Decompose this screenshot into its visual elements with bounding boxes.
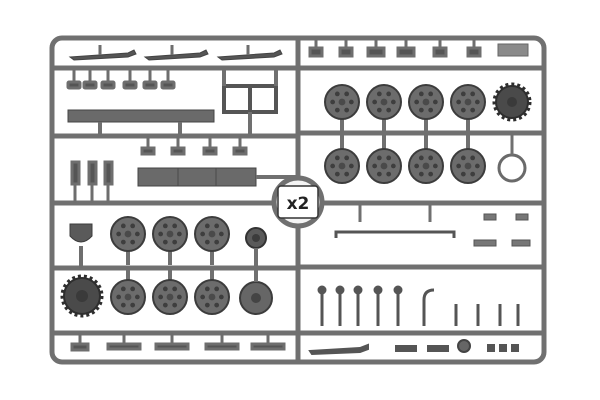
road-wheel-part bbox=[152, 216, 188, 265]
small-part bbox=[202, 136, 218, 156]
small-part bbox=[66, 70, 82, 90]
small-parts-top-right bbox=[308, 40, 529, 58]
rifle-part bbox=[216, 45, 283, 61]
small-part bbox=[140, 136, 156, 156]
long-bar-part bbox=[67, 109, 215, 123]
small-part bbox=[160, 70, 176, 90]
lever-part bbox=[373, 285, 383, 326]
rifles-group bbox=[68, 45, 283, 61]
bracket-parts bbox=[334, 203, 531, 247]
road-wheel-part bbox=[194, 216, 230, 265]
shovel-part bbox=[69, 223, 93, 268]
road-wheel-part bbox=[366, 84, 402, 133]
lever-part bbox=[317, 285, 327, 326]
road-wheel-part bbox=[194, 266, 230, 315]
small-part bbox=[338, 40, 354, 58]
road-wheels-left-top bbox=[110, 216, 230, 265]
box-bar-part bbox=[137, 167, 298, 187]
road-wheels-right-top bbox=[324, 84, 486, 133]
small-part bbox=[366, 40, 386, 58]
drive-sprocket-right bbox=[492, 82, 532, 122]
small-part bbox=[308, 40, 324, 58]
small-part bbox=[170, 136, 186, 156]
lever-part bbox=[335, 285, 345, 326]
small-parts-bottom-right bbox=[308, 339, 519, 356]
small-parts-bottom-left bbox=[70, 333, 286, 352]
road-wheel-part bbox=[366, 135, 402, 184]
small-part bbox=[204, 333, 240, 351]
small-part bbox=[70, 333, 90, 352]
road-wheel-part bbox=[450, 135, 486, 184]
small-part bbox=[142, 70, 158, 90]
road-wheel-part bbox=[324, 84, 360, 133]
small-part bbox=[250, 333, 286, 351]
tool-part bbox=[103, 160, 114, 203]
small-part bbox=[106, 333, 142, 351]
road-wheel-part bbox=[152, 266, 188, 315]
drive-sprocket-left bbox=[60, 274, 104, 318]
frame-part bbox=[222, 68, 278, 136]
hub-part bbox=[245, 227, 267, 268]
small-part bbox=[154, 333, 190, 351]
sprue-tag bbox=[497, 43, 529, 57]
lever-part bbox=[353, 285, 363, 326]
road-wheel-part bbox=[110, 216, 146, 265]
tube-part bbox=[422, 288, 435, 326]
plain-wheel-part bbox=[239, 268, 273, 315]
small-part bbox=[100, 70, 116, 90]
quantity-badge: x2 bbox=[271, 175, 325, 229]
idler-ring bbox=[497, 133, 527, 183]
small-part bbox=[122, 70, 138, 90]
quantity-label: x2 bbox=[287, 194, 310, 214]
small-part bbox=[432, 40, 448, 58]
road-wheels-right-bottom bbox=[324, 135, 486, 184]
lever-part bbox=[393, 285, 403, 326]
tool-part bbox=[87, 160, 98, 203]
road-wheel-part bbox=[324, 135, 360, 184]
road-wheel-part bbox=[450, 84, 486, 133]
tool-parts-row-3 bbox=[70, 136, 248, 203]
small-part bbox=[232, 136, 248, 156]
rifle-part bbox=[68, 45, 137, 61]
road-wheel-part bbox=[408, 84, 444, 133]
lever-parts bbox=[317, 285, 520, 326]
road-wheels-left-bottom bbox=[110, 266, 230, 315]
road-wheel-part bbox=[110, 266, 146, 315]
rifle-small-part bbox=[308, 343, 369, 356]
long-bracket-part bbox=[334, 230, 456, 238]
small-part bbox=[82, 70, 98, 90]
tool-part bbox=[70, 160, 81, 203]
road-wheel-part bbox=[408, 135, 444, 184]
small-part bbox=[466, 40, 482, 58]
small-parts-row-2 bbox=[66, 70, 176, 90]
rifle-part bbox=[143, 45, 209, 61]
small-part bbox=[396, 40, 416, 58]
